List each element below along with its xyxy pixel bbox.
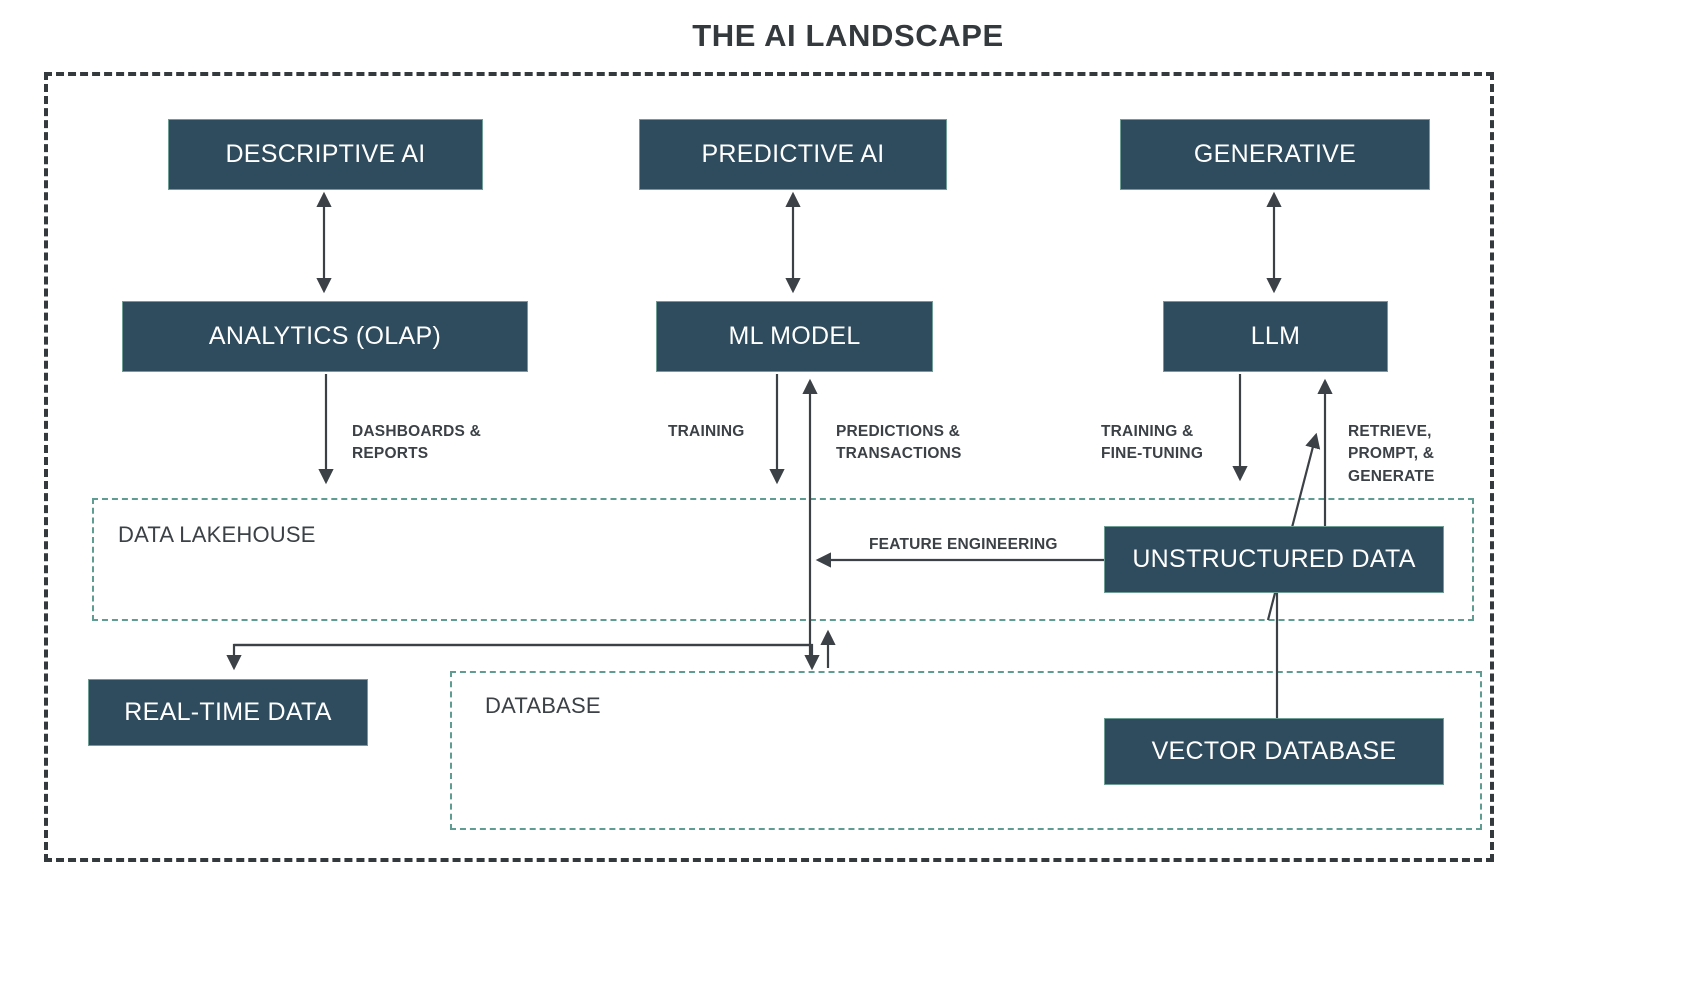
edge-label-retrieve-prompt-generate: RETRIEVE, PROMPT, & GENERATE bbox=[1348, 423, 1435, 485]
page-title: THE AI LANDSCAPE bbox=[692, 18, 1004, 53]
edge-label-dashboards-reports: DASHBOARDS & REPORTS bbox=[352, 423, 481, 463]
node-descriptive-ai[interactable]: DESCRIPTIVE AI bbox=[168, 119, 483, 190]
group-database bbox=[450, 671, 1482, 830]
edge-label-training-fine-tuning: TRAINING & FINE-TUNING bbox=[1101, 423, 1204, 463]
group-label-database: DATABASE bbox=[485, 693, 601, 718]
node-analytics-olap[interactable]: ANALYTICS (OLAP) bbox=[122, 301, 528, 372]
node-predictive-ai[interactable]: PREDICTIVE AI bbox=[639, 119, 947, 190]
node-vector-database[interactable]: VECTOR DATABASE bbox=[1104, 718, 1444, 785]
node-real-time-data[interactable]: REAL-TIME DATA bbox=[88, 679, 368, 746]
group-data-lakehouse bbox=[92, 498, 1474, 621]
node-ml-model[interactable]: ML MODEL bbox=[656, 301, 933, 372]
node-llm[interactable]: LLM bbox=[1163, 301, 1388, 372]
node-unstructured-data[interactable]: UNSTRUCTURED DATA bbox=[1104, 526, 1444, 593]
group-label-data-lakehouse: DATA LAKEHOUSE bbox=[118, 522, 316, 547]
edge-label-feature-engineering: FEATURE ENGINEERING bbox=[869, 536, 1058, 553]
outer-dashed-frame bbox=[44, 72, 1494, 862]
edge-label-training: TRAINING bbox=[668, 423, 745, 440]
edge-label-predictions-transactions: PREDICTIONS & TRANSACTIONS bbox=[836, 423, 962, 463]
node-generative[interactable]: GENERATIVE bbox=[1120, 119, 1430, 190]
